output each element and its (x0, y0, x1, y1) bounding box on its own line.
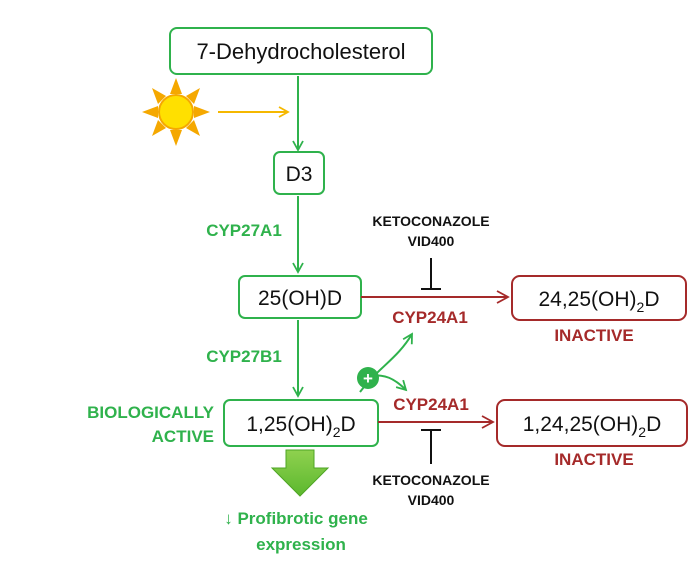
node-d3-label: D3 (286, 163, 313, 186)
status-active-line2: ACTIVE (152, 427, 214, 446)
node-2425oh2d-label: 24,25(OH)2D (538, 288, 659, 315)
enzyme-cyp24a1-top: CYP24A1 (392, 308, 468, 327)
down-arrow-icon (270, 449, 330, 497)
status-biologically-line1: BIOLOGICALLY (87, 403, 215, 422)
enzyme-cyp27a1: CYP27A1 (206, 221, 282, 240)
plus-icon: + (357, 367, 379, 389)
sun-icon (142, 78, 210, 146)
inhibitor-bottom-line1: KETOCONAZOLE (372, 472, 489, 488)
inhibition-bar-top (421, 258, 441, 290)
enzyme-cyp27b1: CYP27B1 (206, 347, 282, 366)
outcome-down-arrow: ↓ (224, 509, 233, 528)
status-inactive-bottom: INACTIVE (554, 450, 633, 469)
outcome-line1: ↓ Profibrotic gene (224, 509, 368, 528)
inhibitor-top-line1: KETOCONAZOLE (372, 213, 489, 229)
inhibitor-top-line2: VID400 (408, 233, 455, 249)
node-25ohd-label: 25(OH)D (258, 287, 342, 310)
node-2425oh2d (511, 275, 687, 321)
enzyme-cyp24a1-bottom: CYP24A1 (393, 395, 469, 414)
node-7-dehydrocholesterol (169, 27, 433, 75)
node-12425oh2d (496, 399, 688, 447)
inhibition-bar-bottom (421, 429, 441, 464)
node-125oh2d-label: 1,25(OH)2D (246, 413, 355, 440)
status-inactive-top: INACTIVE (554, 326, 633, 345)
outcome-line2: expression (256, 535, 346, 554)
node-12425oh2d-label: 1,24,25(OH)2D (523, 413, 662, 440)
node-dehydro-label: 7-Dehydrocholesterol (196, 39, 405, 64)
node-d3 (273, 151, 325, 195)
inhibitor-bottom-line2: VID400 (408, 492, 455, 508)
plus-symbol: + (363, 369, 373, 388)
